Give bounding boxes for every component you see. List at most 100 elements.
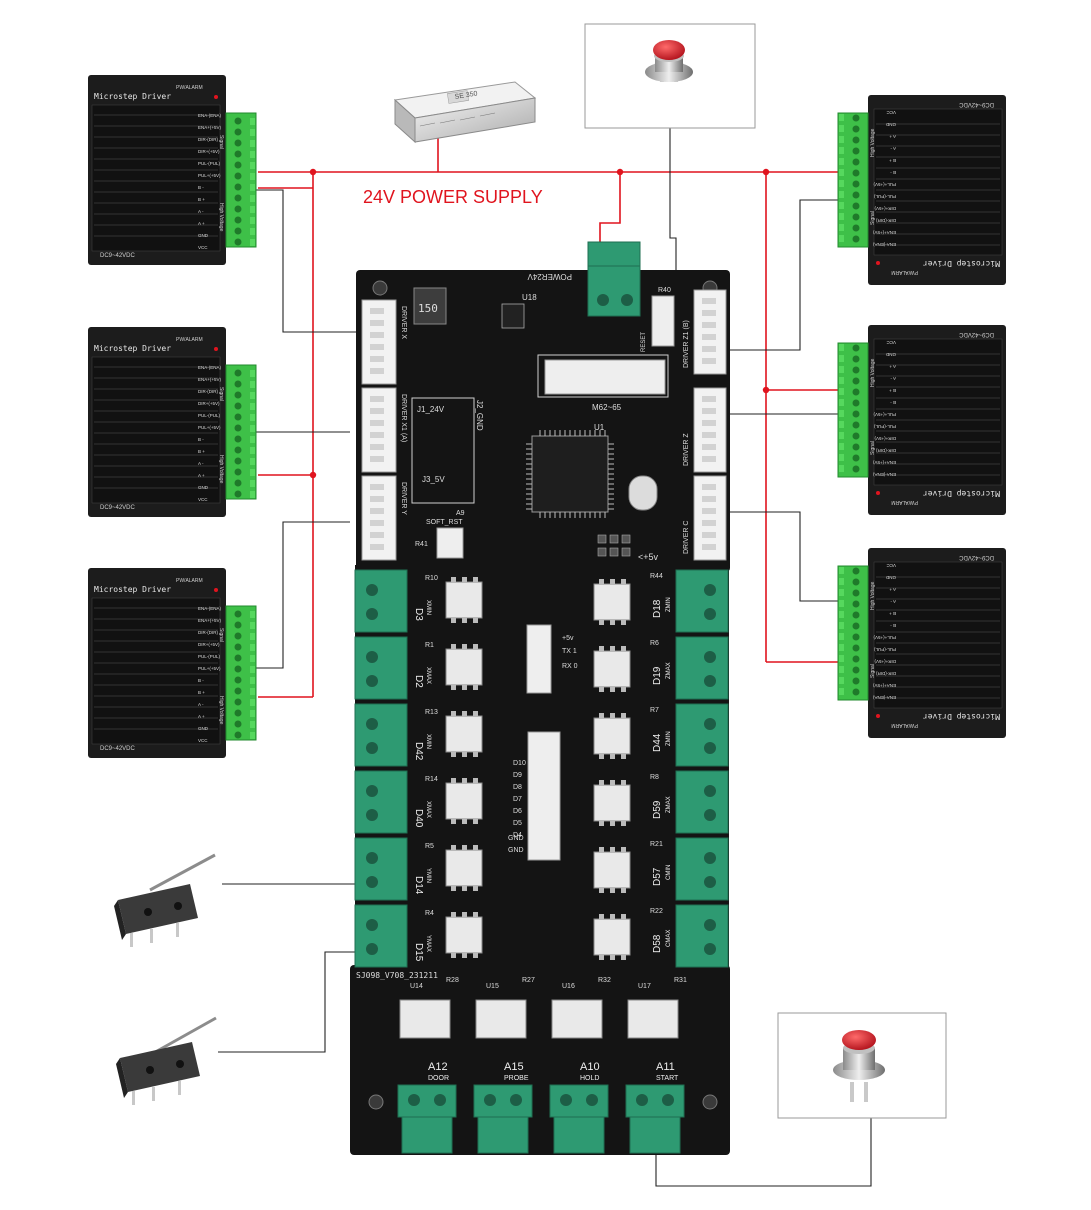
j2-label: J2_GND [475, 400, 484, 431]
plus5-label: +5v [562, 635, 574, 642]
driver-signal-label: Signal [870, 664, 876, 678]
limit-terminal [675, 837, 729, 901]
stepper-driver-module: Microstep DriverPW/ALARMDC9~42VDCSignalH… [88, 327, 257, 517]
limit-led-label: D2 [413, 675, 424, 688]
driver-pin-label: ENA-(ENA) [198, 113, 222, 118]
driver-title: Microstep Driver [94, 585, 171, 594]
optocoupler-chip [593, 918, 631, 956]
driver-pin-label: B - [198, 678, 204, 683]
io-pin-label: D8 [513, 784, 522, 791]
driver-pin-label: A - [890, 146, 896, 151]
driver-signal-label: Signal [870, 211, 876, 225]
driver-header-label: DRIVER C [683, 521, 690, 554]
driver-signal-label: Signal [218, 628, 224, 642]
io-pin-label: D10 [513, 760, 526, 767]
opto-label: U17 [638, 983, 651, 990]
limit-name-label: ZMAX [666, 662, 672, 679]
driver-pin-label: ENA+(+5V) [198, 377, 222, 382]
driver-title: Microstep Driver [923, 259, 1000, 268]
optocoupler-chip [551, 999, 603, 1039]
optocoupler-chip [593, 583, 631, 621]
driver-pin-label: DIR-(DIR) [876, 448, 896, 453]
limit-name-label: YMIN [425, 868, 431, 883]
io-pin-label: D7 [513, 796, 522, 803]
optocoupler-chip [445, 849, 483, 887]
m62-label: M62~65 [592, 403, 622, 412]
driver-pin-label: A + [198, 221, 205, 226]
driver-title: Microstep Driver [94, 92, 171, 101]
limit-name-label: YMAX [425, 935, 431, 952]
driver-pin-label: ENA+(+5V) [198, 618, 222, 623]
driver-pin-label: B - [198, 437, 204, 442]
limit-terminal [354, 770, 408, 834]
driver-pin-label: DIR-(DIR) [198, 137, 218, 142]
driver-alarm-label: PW/ALARM [176, 578, 203, 584]
driver-pin-label: GND [198, 726, 209, 731]
limit-name-label: ZMAX [666, 796, 672, 813]
driver-pin-label: DIR-(DIR) [198, 389, 218, 394]
driver-pin-label: PUL-(PUL) [873, 424, 896, 429]
limit-led-label: D42 [413, 742, 424, 761]
driver-pin-label: DIR+(+5V) [198, 642, 220, 647]
limit-terminal [675, 904, 729, 968]
input-terminal-plug [401, 1116, 453, 1154]
driver-pin-label: PUL-(PUL) [198, 413, 221, 418]
driver-pin-label: A + [198, 473, 205, 478]
limit-terminal [675, 636, 729, 700]
input-id-label: A15 [504, 1061, 524, 1073]
optocoupler-chip [445, 916, 483, 954]
driver-header-label: DRIVER X1 (A) [400, 394, 407, 442]
optocoupler-chip [593, 851, 631, 889]
driver-pin-label: A - [198, 702, 204, 707]
rx-label: RX 0 [562, 663, 578, 670]
driver-model-label: DC9~42VDC [100, 505, 136, 511]
limit-led-label: D40 [413, 809, 424, 828]
driver-pin-label: DIR+(+5V) [874, 436, 896, 441]
optocoupler-chip [445, 581, 483, 619]
driver-pin-label: PUL+(+5V) [198, 666, 221, 671]
driver-led [214, 95, 218, 99]
resistor-label: R7 [650, 707, 659, 714]
limit-name-label: XMAX [425, 801, 431, 818]
driver-hv-label: High Voltage [870, 128, 876, 157]
limit-led-label: D59 [652, 800, 663, 819]
power-terminal [587, 241, 641, 317]
reset-label: RESET [641, 332, 647, 352]
driver-pin-label: GND [885, 122, 896, 127]
resistor-label: R27 [522, 977, 535, 984]
input-terminal [625, 1084, 685, 1118]
input-terminal-plug [629, 1116, 681, 1154]
input-id-label: A11 [656, 1061, 675, 1073]
driver-signal-label: Signal [870, 441, 876, 455]
driver-pin-label: A + [198, 714, 205, 719]
driver-alarm-label: PW/ALARM [176, 85, 203, 91]
driver-pin-label: A + [889, 364, 896, 369]
driver-pin-label: GND [885, 575, 896, 580]
psu-label: SE 350 [454, 90, 478, 101]
driver-pin-label: GND [198, 485, 209, 490]
driver-pin-label: B + [198, 449, 205, 454]
opto-label: U14 [410, 983, 423, 990]
u1-label: U1 [594, 423, 605, 432]
limit-led-label: D3 [413, 608, 424, 621]
resistor-label: R10 [425, 575, 438, 582]
driver-pin-label: DIR-(DIR) [876, 218, 896, 223]
resistor-label: R4 [425, 910, 434, 917]
inductor [413, 287, 447, 325]
power-wires [258, 138, 845, 698]
optocoupler-chip [475, 999, 527, 1039]
r41-label: R41 [415, 541, 428, 548]
stepper-driver-module: Microstep DriverPW/ALARMDC9~42VDCSignalH… [837, 95, 1006, 285]
driver-pin-label: DIR+(+5V) [874, 659, 896, 664]
push-button-icon [645, 40, 693, 82]
stepper-driver-module: Microstep DriverPW/ALARMDC9~42VDCSignalH… [88, 75, 257, 265]
driver-pin-label: VCC [198, 738, 208, 743]
tx-label: TX 1 [562, 648, 577, 655]
driver-alarm-label: PW/ALARM [891, 722, 918, 728]
driver-pin-label: PUL+(+5V) [198, 173, 221, 178]
optocoupler-chip [627, 999, 679, 1039]
j3-label: J3_5V [422, 475, 445, 484]
driver-pin-label: A - [198, 461, 204, 466]
driver-pin-label: DIR+(+5V) [198, 149, 220, 154]
